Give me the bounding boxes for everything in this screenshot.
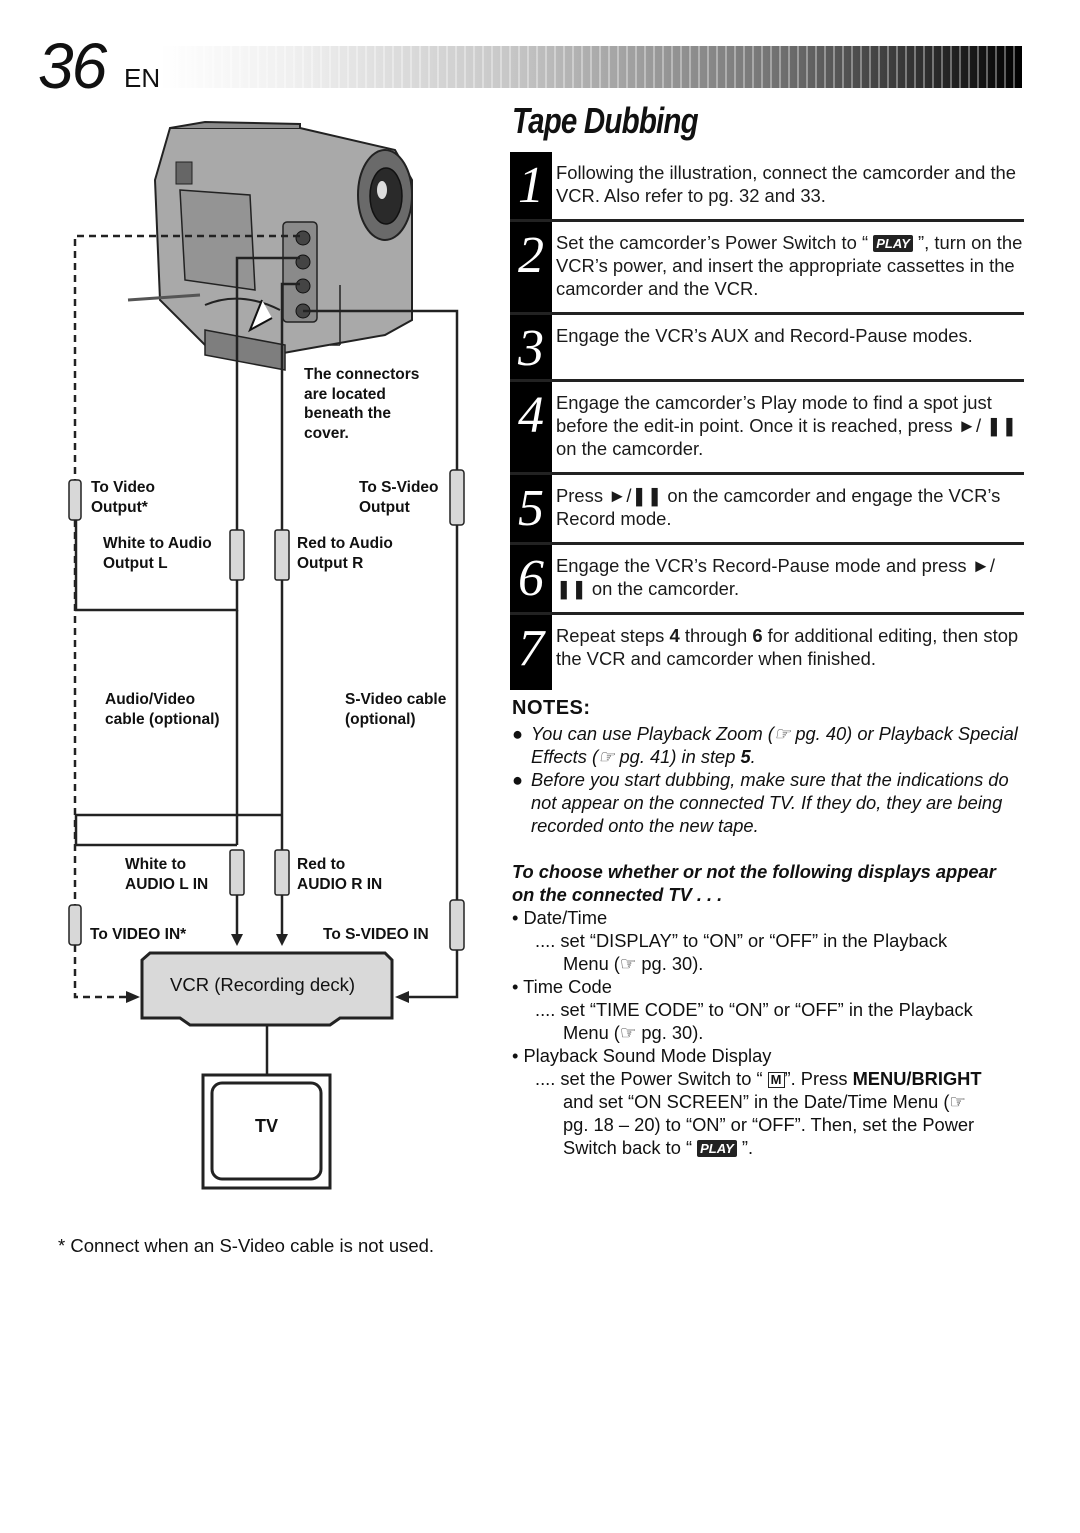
display-item-line: Switch back to “ PLAY ”.	[563, 1137, 754, 1158]
step-number: 5	[510, 475, 552, 542]
display-item-line: .... set “DISPLAY” to “ON” or “OFF” in t…	[535, 930, 948, 951]
bullet-icon: ●	[512, 723, 524, 744]
note-item: ● Before you start dubbing, make sure th…	[512, 769, 1009, 836]
step-text: Following the illustration, connect the …	[556, 162, 1017, 206]
to-svideo-output-label: To S-Video Output	[359, 479, 439, 516]
connectors-note-label: The connectors are located beneath the c…	[304, 366, 420, 442]
step-7: 7 Repeat steps 4 through 6 for additiona…	[510, 615, 1024, 690]
page-title: Tape Dubbing	[512, 100, 699, 141]
display-item-name: • Time Code	[512, 976, 612, 997]
to-svideo-in-label: To S-VIDEO IN	[323, 926, 429, 943]
note-item: ● You can use Playback Zoom (☞ pg. 40) o…	[512, 723, 1018, 767]
displays-heading: To choose whether or not the following d…	[512, 861, 996, 905]
to-video-output-label: To Video Output*	[91, 479, 156, 516]
audio-l-in-arrow-icon	[231, 934, 243, 946]
tv-icon	[201, 1073, 332, 1190]
step-1: 1 Following the illustration, connect th…	[510, 152, 1024, 222]
vcr-icon	[140, 951, 394, 1027]
step-text: Press ►/❚❚ on the camcorder and engage t…	[556, 485, 1001, 529]
to-video-in-label: To VIDEO IN*	[90, 926, 187, 943]
tv-label: TV	[255, 1116, 279, 1136]
step-text: Engage the VCR’s AUX and Record-Pause mo…	[556, 325, 973, 346]
display-item-name: • Date/Time	[512, 907, 608, 928]
step-number: 7	[510, 615, 552, 690]
white-audio-in-label: White to AUDIO L IN	[125, 856, 209, 893]
manual-mode-icon: M	[767, 1072, 785, 1088]
display-item-name: • Playback Sound Mode Display	[512, 1045, 772, 1066]
audio-r-in-arrow-icon	[276, 934, 288, 946]
svideo-cable-label: S-Video cable (optional)	[345, 691, 447, 728]
page-number: 36	[38, 30, 107, 102]
step-5: 5 Press ►/❚❚ on the camcorder and engage…	[510, 475, 1024, 545]
footnote: * Connect when an S-Video cable is not u…	[58, 1235, 435, 1256]
step-3: 3 Engage the VCR’s AUX and Record-Pause …	[510, 315, 1024, 382]
display-item-line: .... set “TIME CODE” to “ON” or “OFF” in…	[535, 999, 973, 1020]
step-number: 3	[510, 315, 552, 379]
step-list: 1 Following the illustration, connect th…	[510, 152, 1024, 690]
play-mode-icon: PLAY	[873, 235, 913, 252]
bullet-icon: ●	[512, 769, 524, 790]
notes-heading: NOTES:	[512, 697, 591, 719]
av-cable-label: Audio/Video cable (optional)	[105, 691, 220, 728]
display-item-line: .... set the Power Switch to “ M”. Press…	[535, 1068, 982, 1089]
white-audio-output-label: White to Audio Output L	[103, 535, 212, 572]
display-item-line: and set “ON SCREEN” in the Date/Time Men…	[563, 1091, 966, 1112]
display-item-line: pg. 18 – 20) to “ON” or “OFF”. Then, set…	[563, 1114, 975, 1135]
audio-cable-lines	[74, 256, 300, 938]
step-text: Engage the camcorder’s Play mode to find…	[556, 392, 1017, 459]
connection-diagram	[68, 120, 465, 1190]
plug-connectors	[68, 469, 465, 951]
play-mode-icon: PLAY	[697, 1140, 737, 1157]
step-4: 4 Engage the camcorder’s Play mode to fi…	[510, 382, 1024, 475]
vcr-label: VCR (Recording deck)	[170, 974, 356, 995]
step-text: Engage the VCR’s Record-Pause mode and p…	[556, 555, 996, 599]
step-2: 2 Set the camcorder’s Power Switch to “ …	[510, 222, 1024, 315]
video-in-arrow-icon	[126, 991, 140, 1003]
step-text: Set the camcorder’s Power Switch to “ PL…	[556, 232, 1023, 299]
red-audio-output-label: Red to Audio Output R	[297, 535, 393, 572]
svideo-cable-lines	[303, 309, 459, 999]
header-bar	[160, 46, 1022, 88]
red-audio-in-label: Red to AUDIO R IN	[297, 856, 383, 893]
step-6: 6 Engage the VCR’s Record-Pause mode and…	[510, 545, 1024, 615]
step-number: 1	[510, 152, 552, 219]
svideo-in-arrow-icon	[395, 991, 409, 1003]
step-number: 6	[510, 545, 552, 612]
page-language: EN	[124, 63, 161, 93]
camcorder-illustration	[127, 120, 413, 371]
display-item-line: Menu (☞ pg. 30).	[563, 953, 704, 974]
display-item-line: Menu (☞ pg. 30).	[563, 1022, 704, 1043]
header-stripes	[160, 46, 1022, 88]
step-number: 2	[510, 222, 552, 312]
step-text: Repeat steps 4 through 6 for additional …	[556, 625, 1019, 669]
step-number: 4	[510, 382, 552, 472]
